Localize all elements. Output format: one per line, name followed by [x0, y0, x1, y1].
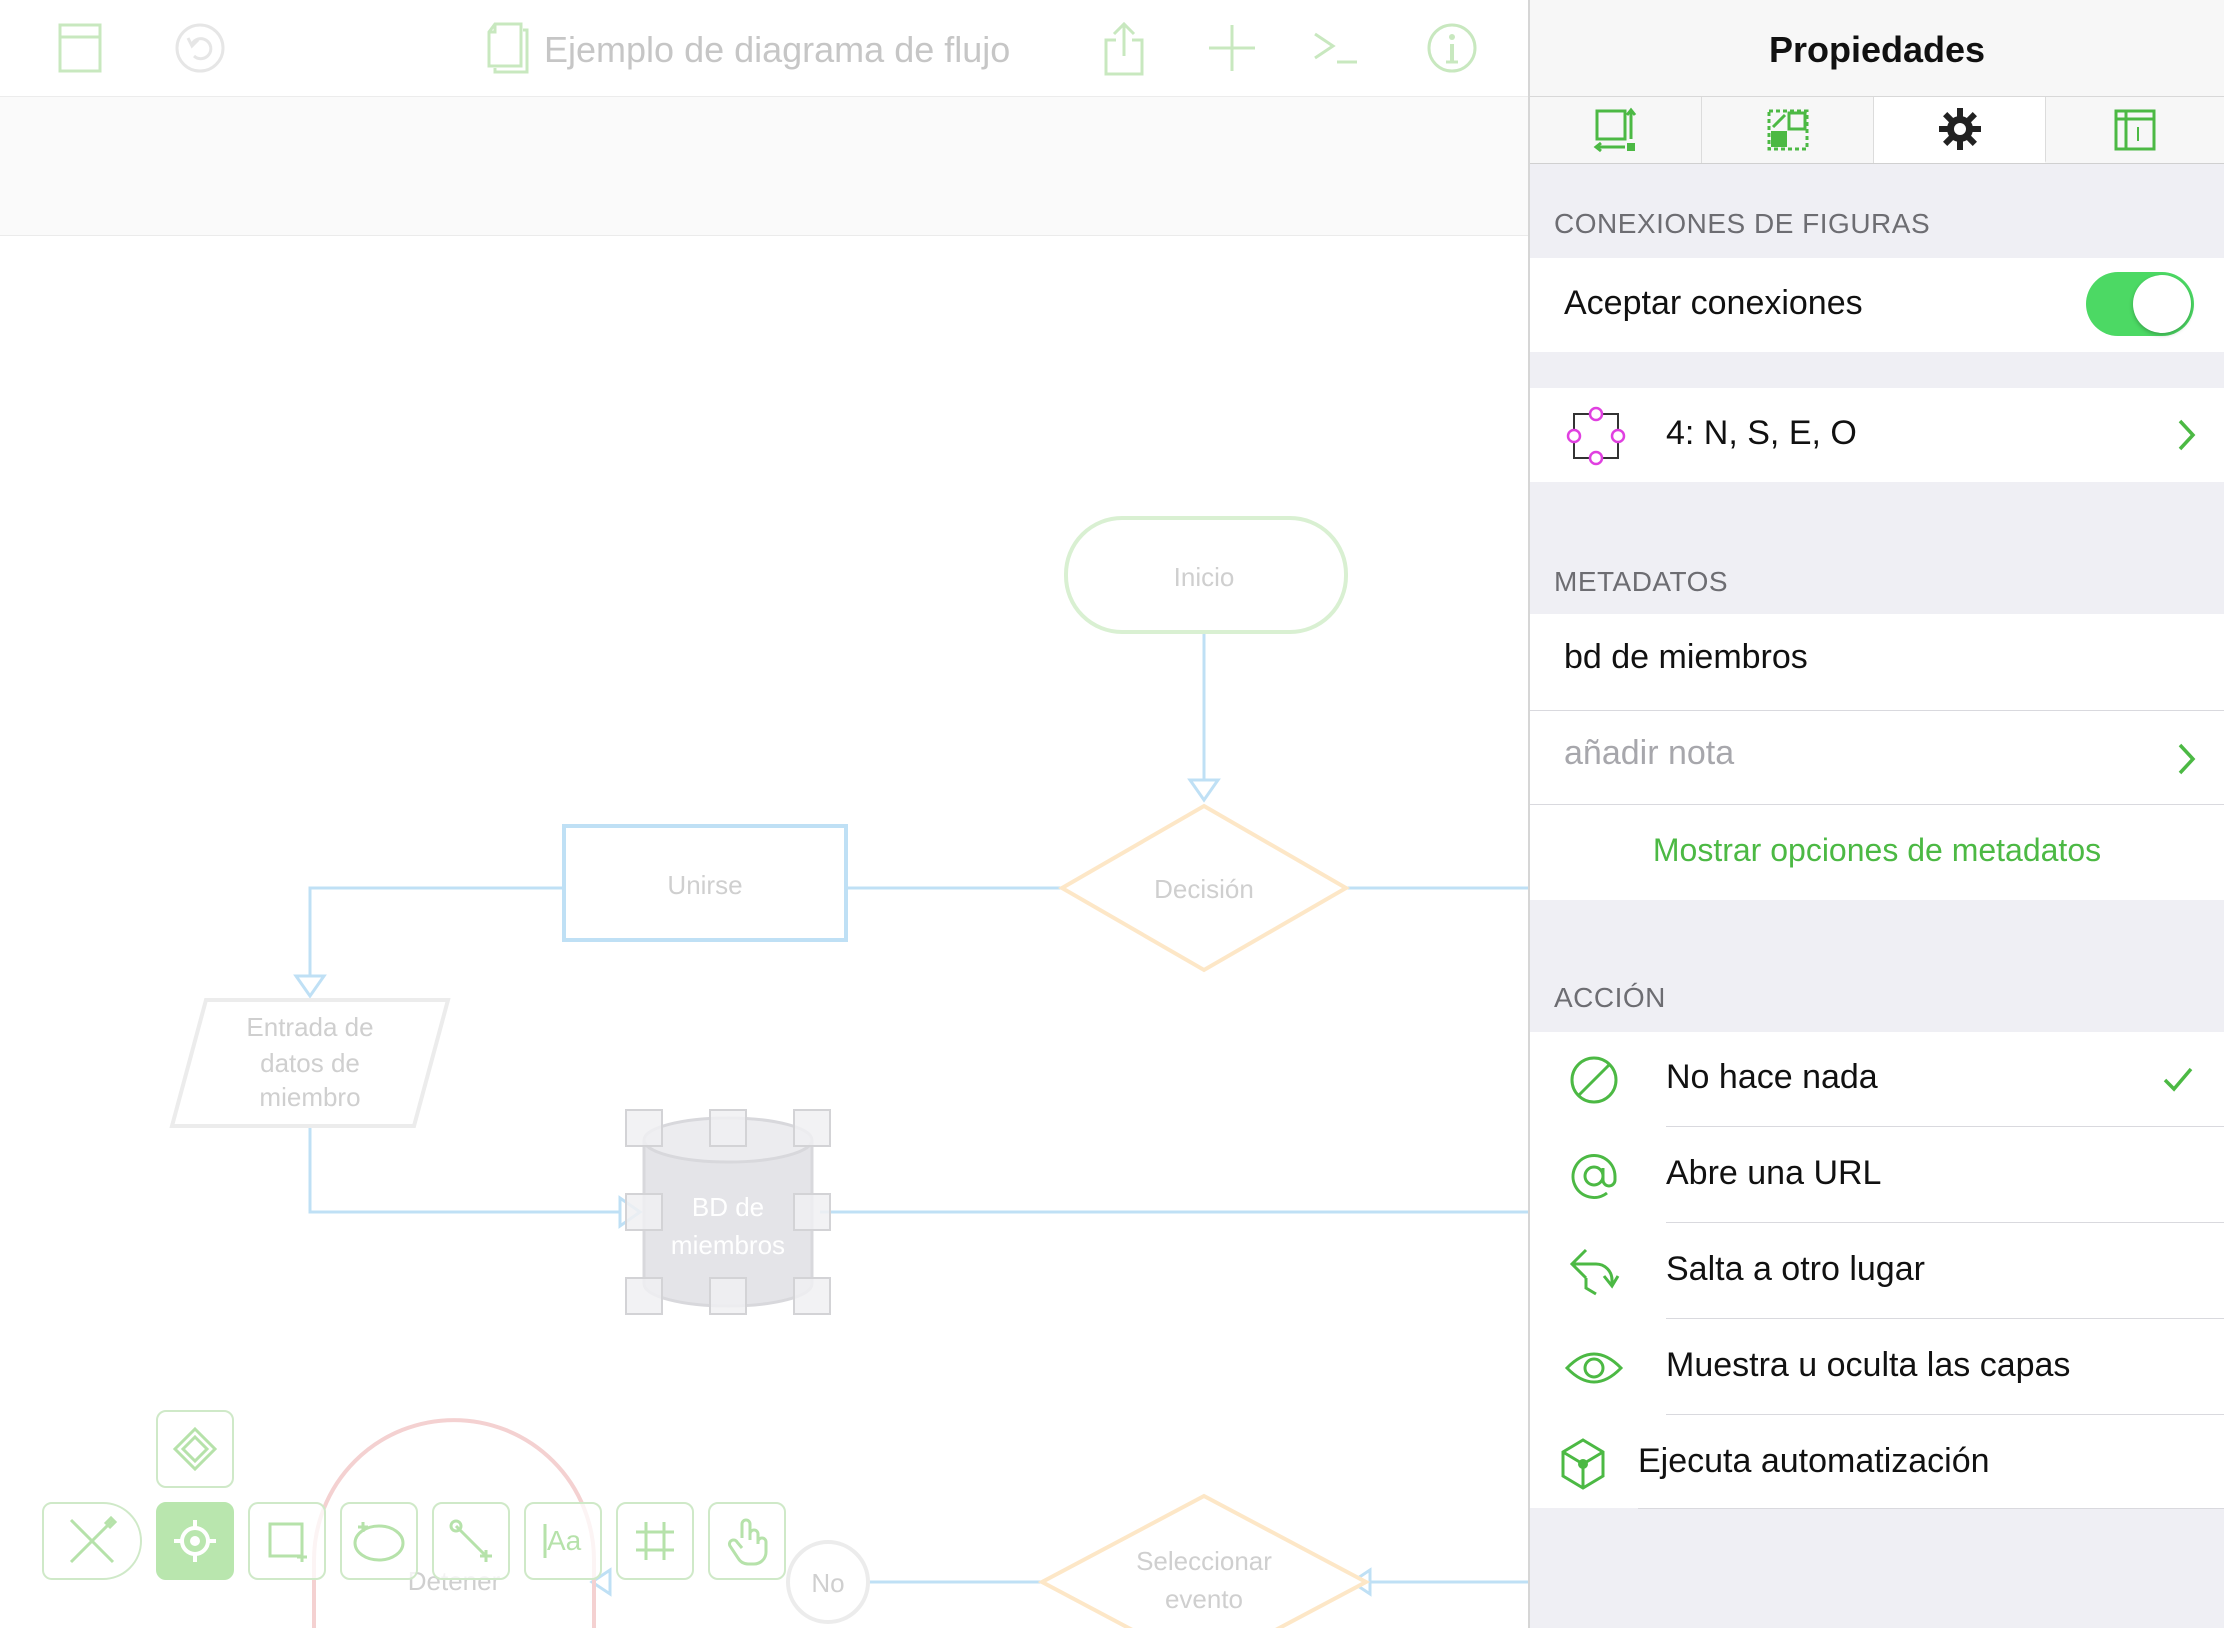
- console-icon[interactable]: [1306, 18, 1366, 78]
- diagram-tool[interactable]: [616, 1502, 694, 1580]
- inspector-title: Propiedades: [1768, 29, 1986, 70]
- inspector-tabs: [1530, 97, 2224, 164]
- action-item-label: Muestra u oculta las capas: [1666, 1346, 2071, 1384]
- inspector-header: Propiedades: [1530, 0, 2224, 97]
- at-sign-icon: [1571, 1154, 1617, 1199]
- properties-inspector: Propiedades CONEXIONES DE FIGURAS Acepta…: [1528, 0, 2224, 1628]
- data-entry-line-2: datos de: [260, 1048, 360, 1078]
- toggle-knob: [2133, 275, 2191, 333]
- magnets-row[interactable]: 4: N, S, E, O: [1530, 388, 2224, 482]
- metadata-group: bd de miembros añadir nota Mostrar opcio…: [1530, 614, 2224, 900]
- chevron-right-icon: [2178, 743, 2196, 775]
- add-note-field[interactable]: añadir nota: [1564, 734, 1735, 772]
- accept-connections-toggle[interactable]: [2086, 272, 2194, 336]
- action-item-automation[interactable]: Ejecuta automatización: [1530, 1416, 2224, 1510]
- join-label: Unirse: [667, 870, 742, 900]
- start-shape[interactable]: [1064, 516, 1348, 634]
- stop-shape[interactable]: [312, 1418, 596, 1628]
- chevron-right-icon: [2178, 419, 2196, 451]
- start-label: Inicio: [1174, 562, 1235, 592]
- style-picker-tool[interactable]: [156, 1410, 234, 1488]
- layout-icon: [2114, 109, 2156, 151]
- metadata-section-header: METADATOS: [1554, 566, 1729, 597]
- gear-icon: [1938, 108, 1981, 150]
- svg-text:Aa: Aa: [547, 1525, 582, 1556]
- document-icon[interactable]: [476, 18, 536, 78]
- selection-tool[interactable]: [156, 1502, 234, 1580]
- decision-label: Decisión: [1154, 874, 1254, 904]
- canvas-size-icon: [1593, 107, 1636, 153]
- tool-palette: Aa: [40, 1410, 800, 1590]
- tab-geometry[interactable]: [1702, 97, 1874, 163]
- separator: [1666, 1222, 2224, 1223]
- browse-tool[interactable]: [708, 1502, 786, 1580]
- metadata-name-field[interactable]: bd de miembros: [1564, 638, 1808, 676]
- action-item-jump[interactable]: Salta a otro lugar: [1530, 1224, 2224, 1318]
- canvas-area[interactable]: Ejemplo de diagrama de flujo: [0, 0, 1528, 1628]
- share-icon[interactable]: [1094, 18, 1154, 78]
- sidebar-toggle-icon[interactable]: [50, 18, 110, 78]
- separator: [1666, 1318, 2224, 1319]
- action-item-no-action[interactable]: No hace nada: [1530, 1032, 2224, 1126]
- flowchart-diagram[interactable]: Inicio Decisión Unirse Entrada de datos …: [0, 236, 1528, 1628]
- select-event-shape[interactable]: [1037, 1493, 1371, 1628]
- no-shape[interactable]: [786, 1540, 870, 1624]
- eye-icon: [1564, 1352, 1624, 1384]
- data-entry-shape[interactable]: [169, 998, 451, 1128]
- no-label: No: [811, 1568, 844, 1598]
- separator: [1666, 1414, 2224, 1415]
- select-event-line-1: Seleccionar: [1136, 1546, 1272, 1576]
- rectangle-tool[interactable]: [248, 1502, 326, 1580]
- close-tools-tool[interactable]: [42, 1502, 142, 1580]
- add-icon[interactable]: [1202, 18, 1262, 78]
- decision-shape[interactable]: [1058, 803, 1350, 973]
- separator: [1530, 710, 2224, 711]
- info-icon[interactable]: [1422, 18, 1482, 78]
- document-toolbar: Ejemplo de diagrama de flujo: [0, 0, 1528, 97]
- separator: [1666, 1126, 2224, 1127]
- shape-tool[interactable]: [340, 1502, 418, 1580]
- action-item-label: Salta a otro lugar: [1666, 1250, 1925, 1288]
- tab-canvas[interactable]: [1530, 97, 1702, 163]
- tab-layout[interactable]: [2046, 97, 2224, 163]
- connections-section-header: CONEXIONES DE FIGURAS: [1554, 208, 1931, 239]
- magnets-icon: [1566, 406, 1626, 466]
- document-title[interactable]: Ejemplo de diagrama de flujo: [544, 29, 1011, 70]
- geometry-icon: [1767, 109, 1808, 151]
- automation-icon: [1561, 1438, 1605, 1490]
- accept-connections-label: Aceptar conexiones: [1564, 284, 1863, 322]
- select-event-line-2: evento: [1165, 1584, 1243, 1614]
- selection-handles[interactable]: [625, 1109, 831, 1315]
- ruler-band: [0, 97, 1528, 236]
- accept-connections-row: Aceptar conexiones: [1530, 258, 2224, 352]
- database-line-2: miembros: [671, 1230, 785, 1260]
- connector-lines: [293, 632, 1528, 1597]
- no-action-icon: [1570, 1056, 1618, 1104]
- magnets-label: 4: N, S, E, O: [1666, 414, 1857, 452]
- action-list: No hace nada Abre una URL Salta a otro l…: [1530, 1032, 2224, 1510]
- tab-settings[interactable]: [1874, 97, 2046, 163]
- join-shape[interactable]: [562, 824, 848, 942]
- action-section-header: ACCIÓN: [1554, 982, 1666, 1013]
- checkmark-icon: [2163, 1067, 2193, 1092]
- show-metadata-options-button[interactable]: Mostrar opciones de metadatos: [1652, 832, 2102, 868]
- action-item-label: Abre una URL: [1666, 1154, 1882, 1192]
- separator: [1530, 804, 2224, 805]
- undo-icon[interactable]: [170, 18, 230, 78]
- data-entry-line-1: Entrada de: [246, 1012, 373, 1042]
- database-line-1: BD de: [692, 1192, 764, 1222]
- action-item-label: Ejecuta automatización: [1638, 1442, 1990, 1480]
- text-tool[interactable]: Aa: [524, 1502, 602, 1580]
- action-item-open-url[interactable]: Abre una URL: [1530, 1128, 2224, 1222]
- jump-arrow-icon: [1569, 1248, 1620, 1296]
- action-item-toggle-layers[interactable]: Muestra u oculta las capas: [1530, 1320, 2224, 1414]
- data-entry-line-3: miembro: [259, 1082, 360, 1112]
- separator: [1638, 1508, 2224, 1509]
- line-tool[interactable]: [432, 1502, 510, 1580]
- action-item-label: No hace nada: [1666, 1058, 1878, 1096]
